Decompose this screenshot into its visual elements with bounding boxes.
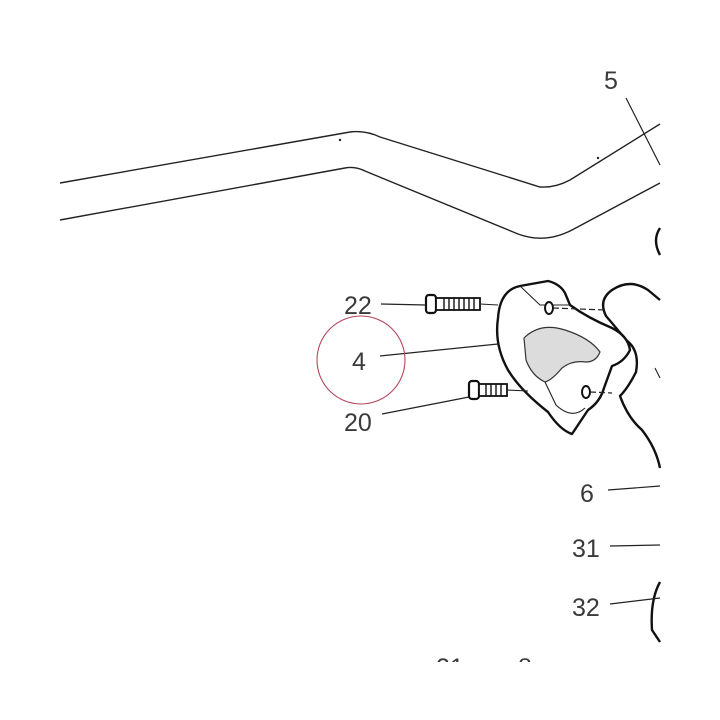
leader-31 xyxy=(609,544,661,547)
callout-20: 20 xyxy=(344,409,372,437)
callout-22: 22 xyxy=(344,292,372,320)
handlebar xyxy=(59,123,661,239)
leader-4 xyxy=(379,343,499,357)
callout-21: 21 xyxy=(436,654,464,682)
leader-6 xyxy=(607,485,661,491)
leader-5 xyxy=(625,97,661,166)
bolt-22 xyxy=(424,293,499,315)
callout-4-highlight xyxy=(316,315,406,405)
fork-body-fragment xyxy=(601,227,662,643)
callout-31: 31 xyxy=(572,535,600,563)
callout-8: 8 xyxy=(518,654,532,682)
callout-4: 4 xyxy=(352,348,366,376)
leader-22 xyxy=(380,303,427,306)
clamp-part-4 xyxy=(495,279,632,436)
bolt-20 xyxy=(467,379,529,401)
callout-32: 32 xyxy=(572,594,600,622)
leader-20 xyxy=(381,396,470,415)
callout-6: 6 xyxy=(580,480,594,508)
leader-32 xyxy=(609,597,661,605)
callout-5: 5 xyxy=(604,67,618,95)
